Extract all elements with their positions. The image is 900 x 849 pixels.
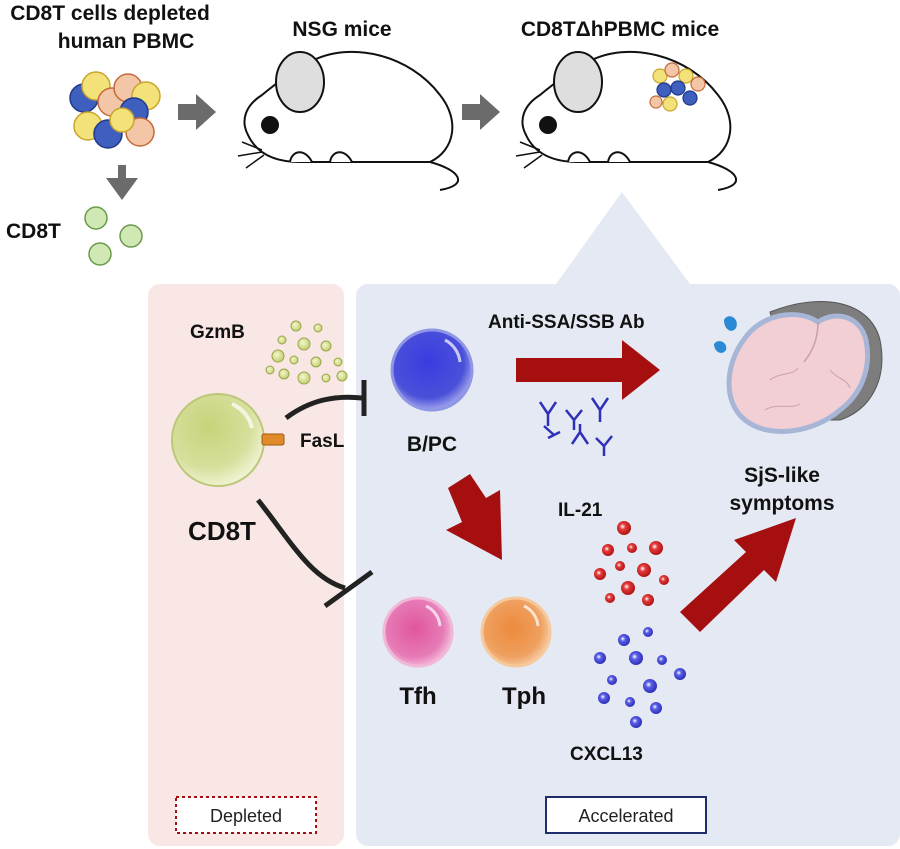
depleted-status-label: Depleted — [210, 806, 282, 826]
drop-icon — [724, 316, 737, 331]
accelerated-status-box — [545, 796, 707, 834]
differentiation-arrow-icon — [446, 474, 502, 560]
nsg-mouse-icon — [237, 50, 460, 191]
cd8t-removed-cells — [84, 206, 143, 266]
model-mouse-icon — [515, 50, 738, 191]
bpc-label: B/PC — [407, 433, 457, 456]
drop-icon — [714, 341, 727, 353]
right-arrow-icon — [178, 94, 216, 130]
inhibition-line-tfh — [256, 498, 346, 591]
tph-cell — [480, 596, 552, 668]
nsg-title: NSG mice — [292, 18, 391, 41]
pbmc-cluster — [69, 71, 161, 149]
depleted-status-box — [175, 796, 317, 834]
model-title: CD8TΔhPBMC mice — [521, 18, 719, 41]
engrafted-cells — [649, 62, 706, 112]
right-arrow-icon — [462, 94, 500, 130]
cd8t-cell — [171, 393, 265, 487]
zoom-callout — [556, 192, 690, 284]
antibody-label: Anti-SSA/SSB Ab — [488, 312, 645, 333]
tph-label: Tph — [502, 683, 546, 710]
il21-label: IL-21 — [558, 500, 603, 521]
cd8t-removed-label: CD8T — [6, 220, 61, 243]
depleted-panel — [148, 284, 344, 846]
tfh-label: Tfh — [399, 683, 436, 710]
source-title-line2: human PBMC — [58, 30, 195, 53]
bpc-cell — [390, 328, 474, 412]
gzmb-granules — [265, 320, 348, 385]
symptom-line1: SjS-like — [744, 464, 820, 487]
tongue-organ-icon — [726, 301, 883, 434]
cxcl13-dots — [594, 627, 686, 728]
fasl-label: FasL — [300, 431, 345, 452]
inhibition-line-bpc — [284, 394, 363, 421]
fasl-receptor-icon — [261, 433, 285, 446]
source-title-line1: CD8T cells depleted — [10, 2, 210, 25]
symptom-line2: symptoms — [729, 492, 834, 515]
il21-dots — [594, 521, 669, 606]
antibody-arrow-icon — [516, 340, 660, 400]
tfh-cell — [382, 596, 454, 668]
accelerated-status-label: Accelerated — [578, 806, 673, 826]
gzmb-label: GzmB — [190, 322, 245, 343]
cxcl13-label: CXCL13 — [570, 744, 643, 765]
down-arrow-icon — [106, 165, 138, 200]
cd8t-label: CD8T — [188, 516, 256, 546]
symptom-arrow-icon — [680, 518, 796, 632]
antibody-icons — [538, 397, 613, 456]
